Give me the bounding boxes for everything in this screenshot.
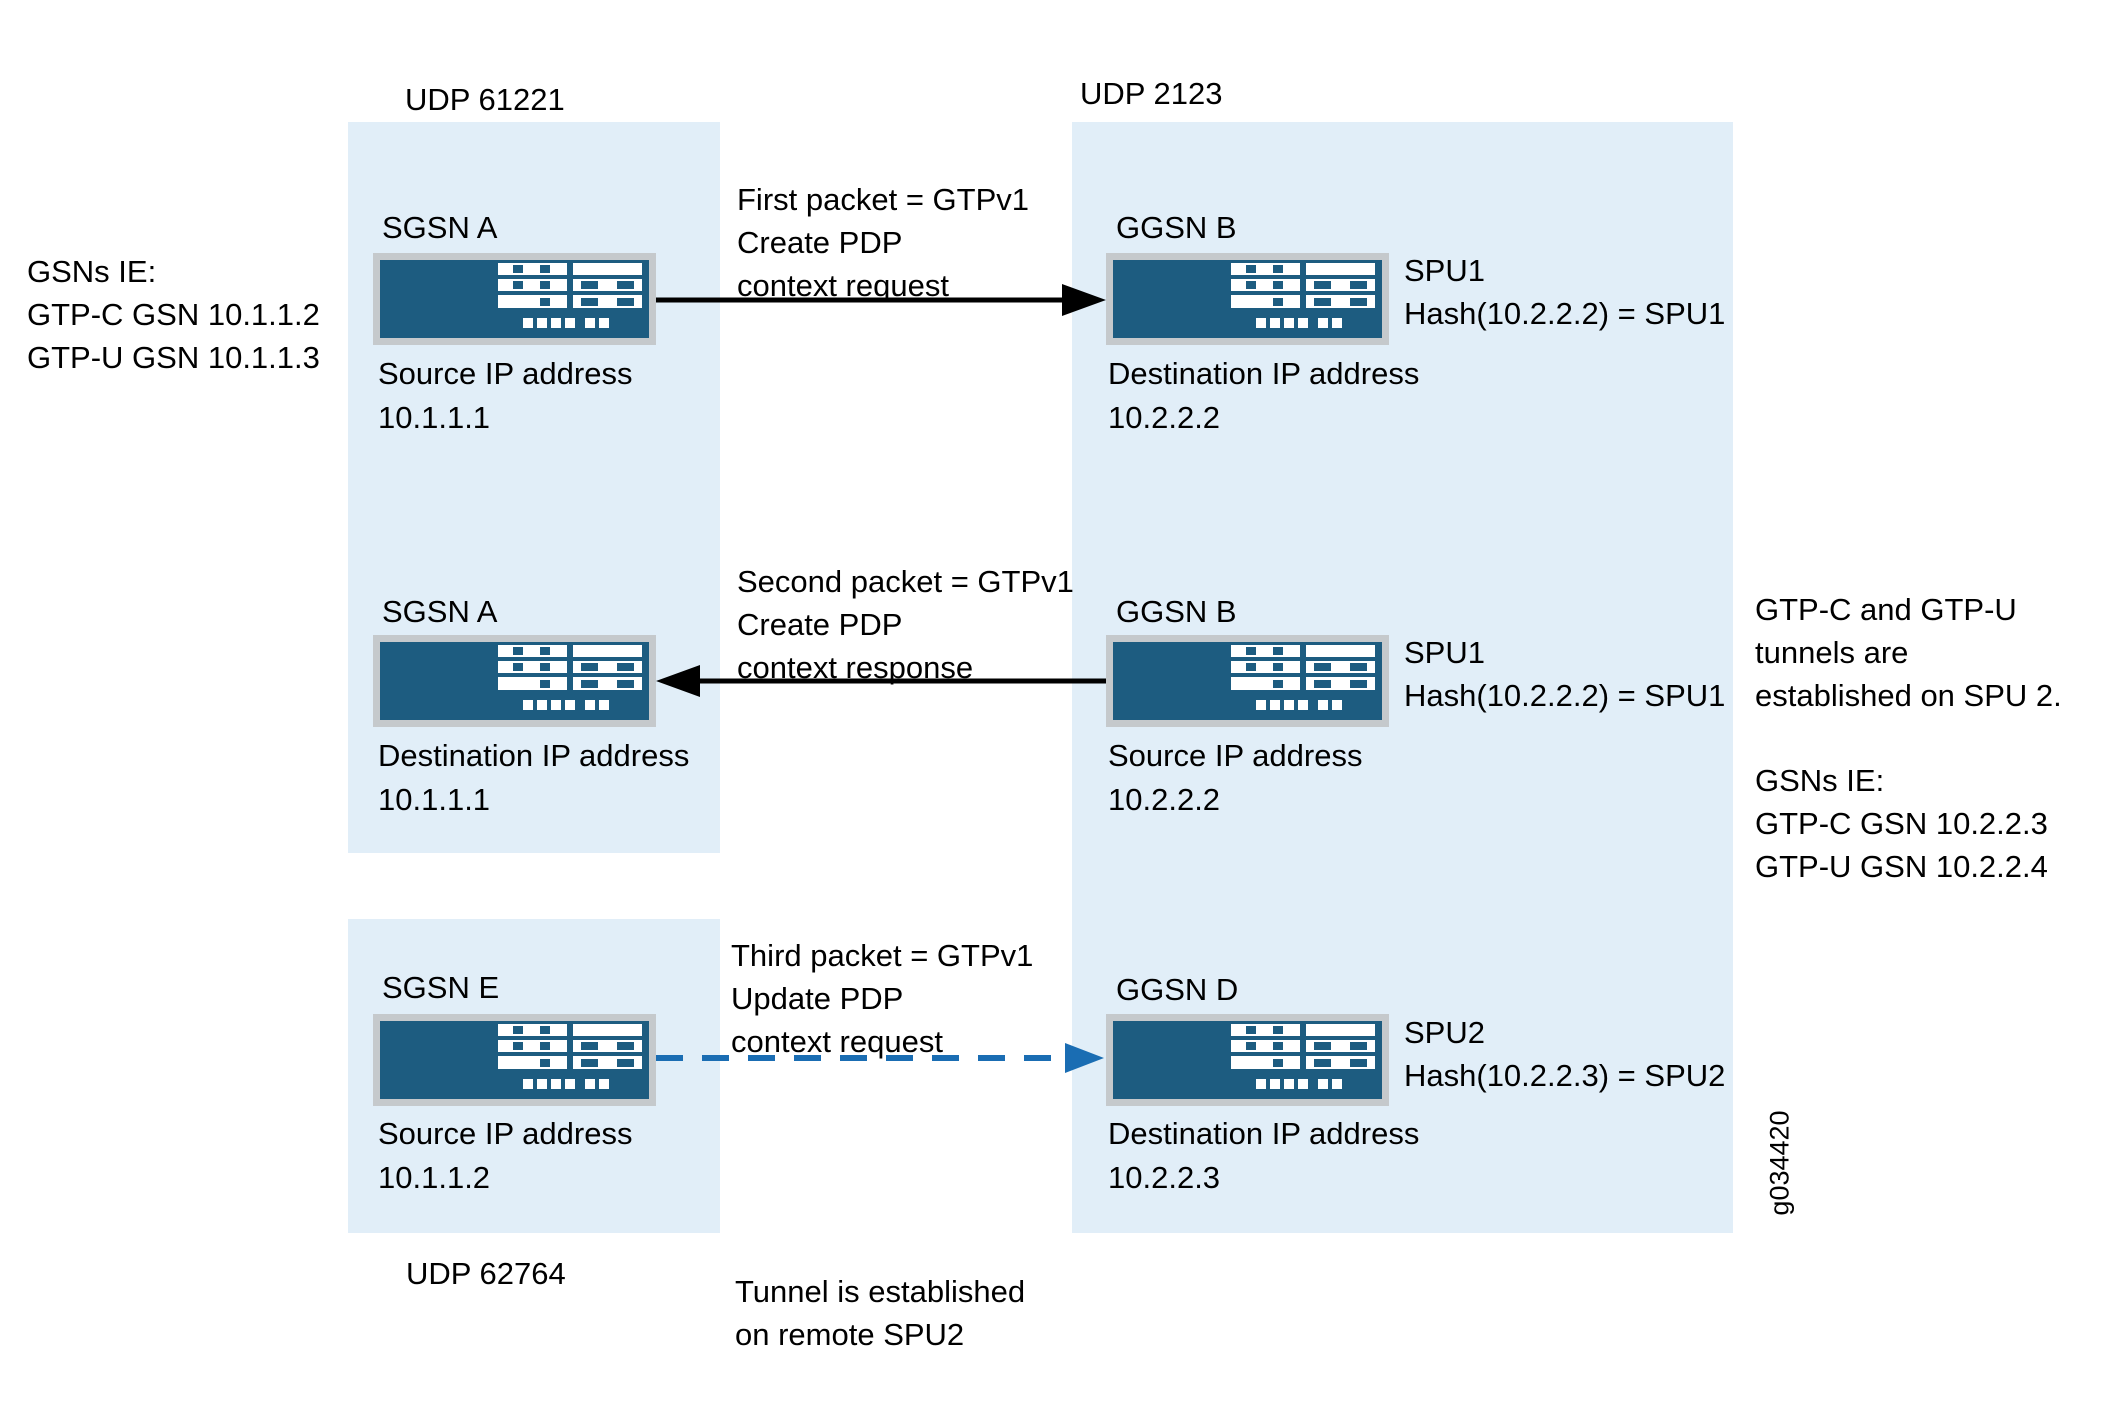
note-line: GTP-U GSN 10.1.1.3	[27, 340, 320, 375]
spu-name: SPU2	[1404, 1015, 1485, 1050]
arrow-first-packet	[656, 284, 1106, 316]
node-ip-text: Destination IP address 10.2.2.3	[1108, 1112, 1419, 1200]
packet-line: context request	[737, 268, 949, 303]
note-line: GTP-U GSN 10.2.2.4	[1755, 849, 2048, 884]
ip-value: 10.1.1.1	[378, 400, 491, 435]
ip-value: 10.2.2.2	[1108, 782, 1221, 817]
note-line: GTP-C GSN 10.1.1.2	[27, 297, 320, 332]
node-label-sgsn-a: SGSN A	[382, 210, 498, 245]
ip-value: 10.1.1.1	[378, 782, 491, 817]
spu-name: SPU1	[1404, 635, 1485, 670]
spu-hash: Hash(10.2.2.2) = SPU1	[1404, 678, 1726, 713]
router-icon	[1106, 1014, 1389, 1106]
node-label-sgsn-e: SGSN E	[382, 970, 500, 1005]
ip-value: 10.2.2.2	[1108, 400, 1221, 435]
packet-line: Create PDP	[737, 225, 903, 260]
node-ip-text: Source IP address 10.1.1.2	[378, 1112, 632, 1200]
ip-caption: Source IP address	[378, 356, 633, 391]
router-icon	[373, 253, 656, 345]
node-ip-text: Source IP address 10.1.1.1	[378, 352, 632, 440]
node-ip-text: Destination IP address 10.1.1.1	[378, 734, 689, 822]
udp-port-label-left: UDP 61221	[405, 82, 565, 117]
arrow-second-packet	[656, 665, 1106, 697]
note-line: GSNs IE:	[1755, 763, 1885, 798]
sgsn-column-panel-top	[348, 122, 720, 853]
note-line: GSNs IE:	[27, 254, 157, 289]
packet-line: Second packet = GTPv1	[737, 564, 1074, 599]
spu-hash: Hash(10.2.2.2) = SPU1	[1404, 296, 1726, 331]
note-line: GTP-C and GTP-U	[1755, 592, 2017, 627]
router-icon	[1106, 635, 1389, 727]
packet-label-third: Third packet = GTPv1 Update PDP context …	[731, 934, 1033, 1063]
note-line: tunnels are	[1755, 635, 1909, 670]
spu-name: SPU1	[1404, 253, 1485, 288]
router-icon	[1106, 253, 1389, 345]
figure-id: g034420	[1764, 1110, 1795, 1216]
spu-hash-text: SPU1 Hash(10.2.2.2) = SPU1	[1404, 249, 1725, 335]
router-icon	[373, 1014, 656, 1106]
ip-caption: Source IP address	[1108, 738, 1363, 773]
spu-hash-text: SPU2 Hash(10.2.2.3) = SPU2	[1404, 1011, 1725, 1097]
note-spacer	[1755, 717, 2062, 759]
ip-caption: Destination IP address	[1108, 1116, 1420, 1151]
node-ip-text: Source IP address 10.2.2.2	[1108, 734, 1362, 822]
packet-line: context request	[731, 1024, 943, 1059]
udp-port-label-right: UDP 2123	[1080, 76, 1223, 111]
node-label-ggsn-d: GGSN D	[1116, 972, 1239, 1007]
spu-hash-text: SPU1 Hash(10.2.2.2) = SPU1	[1404, 631, 1725, 717]
ip-caption: Destination IP address	[378, 738, 690, 773]
spu-hash: Hash(10.2.2.3) = SPU2	[1404, 1058, 1726, 1093]
note-line: established on SPU 2.	[1755, 678, 2062, 713]
packet-line: First packet = GTPv1	[737, 182, 1030, 217]
udp-port-label-bottom: UDP 62764	[406, 1256, 566, 1291]
ip-caption: Source IP address	[378, 1116, 633, 1151]
gsns-ie-note-left: GSNs IE: GTP-C GSN 10.1.1.2 GTP-U GSN 10…	[27, 250, 320, 379]
spu2-tunnel-note-right: GTP-C and GTP-U tunnels are established …	[1755, 588, 2062, 888]
packet-line: Create PDP	[737, 607, 903, 642]
ip-value: 10.2.2.3	[1108, 1160, 1221, 1195]
ip-caption: Destination IP address	[1108, 356, 1420, 391]
note-line: Tunnel is established	[735, 1274, 1026, 1309]
note-line: GTP-C GSN 10.2.2.3	[1755, 806, 2048, 841]
tunnel-established-note: Tunnel is established on remote SPU2	[735, 1270, 1025, 1356]
node-label-sgsn-a: SGSN A	[382, 594, 498, 629]
packet-line: Update PDP	[731, 981, 904, 1016]
router-icon	[373, 635, 656, 727]
packet-label-first: First packet = GTPv1 Create PDP context …	[737, 178, 1029, 307]
node-ip-text: Destination IP address 10.2.2.2	[1108, 352, 1419, 440]
note-line: on remote SPU2	[735, 1317, 965, 1352]
node-label-ggsn-b: GGSN B	[1116, 210, 1237, 245]
node-label-ggsn-b: GGSN B	[1116, 594, 1237, 629]
ip-value: 10.1.1.2	[378, 1160, 491, 1195]
packet-line: Third packet = GTPv1	[731, 938, 1034, 973]
arrow-third-packet-dashed	[656, 1043, 1104, 1073]
